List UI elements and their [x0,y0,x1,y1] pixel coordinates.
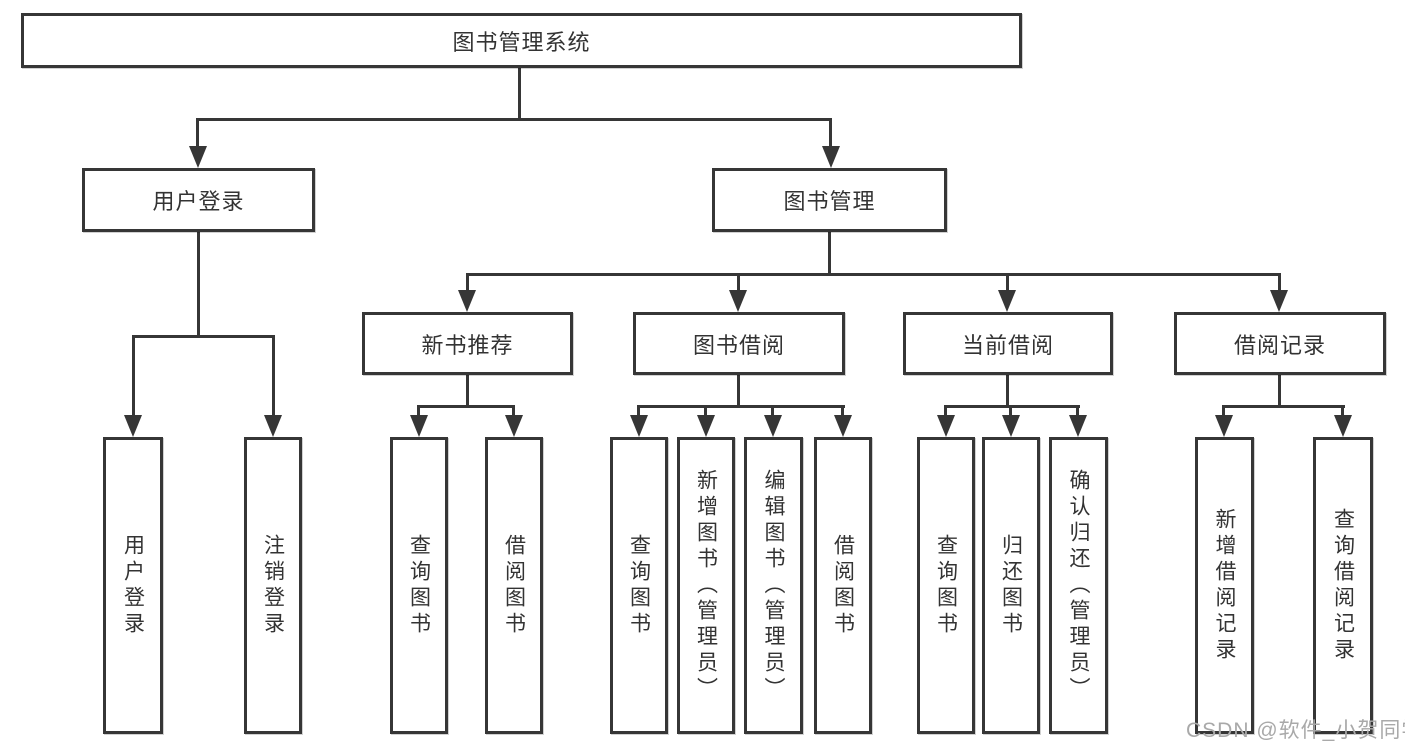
leaf-borrow-borrow: 借阅图书 [814,437,872,734]
connector-user-stem [197,232,200,335]
node-records-label: 借阅记录 [1233,332,1326,358]
leaf-current-return: 归还图书 [982,437,1040,734]
node-new-book: 新书推荐 [362,312,573,375]
node-root: 图书管理系统 [21,13,1022,68]
connector-borrow-stem [737,375,740,405]
connector-mgmt-drop-4 [1278,273,1281,292]
arrowhead-new-book [458,290,476,312]
arrowhead-leaf-borrow-4 [834,415,852,437]
node-book-mgmt-label: 图书管理 [783,189,876,214]
leaf-current-query-label: 查询图书 [934,533,958,638]
leaf-user-login: 用户登录 [103,437,163,734]
arrowhead-leaf-records-1 [1215,415,1233,437]
arrowhead-leaf-newbook-2 [505,415,523,437]
connector-borrow-drop-1 [637,405,640,417]
leaf-newbook-borrow: 借阅图书 [485,437,543,734]
leaf-user-logout: 注销登录 [244,437,302,734]
connector-current-drop-2 [1009,405,1012,417]
leaf-records-add-label: 新增借阅记录 [1213,507,1236,664]
leaf-user-login-label: 用户登录 [121,533,145,638]
connector-newbook-stem [466,375,469,405]
connector-current-drop-3 [1076,405,1079,417]
arrowhead-leaf-current-3 [1069,415,1087,437]
leaf-records-query: 查询借阅记录 [1313,437,1373,734]
arrowhead-leaf-borrow-3 [764,415,782,437]
arrowhead-leaf-borrow-2 [697,415,715,437]
arrowhead-book-mgmt [822,146,840,168]
connector-records-stem [1278,375,1281,405]
leaf-borrow-add: 新增图书（管理员） [677,437,735,734]
connector-records-drop-2 [1341,405,1344,417]
node-root-label: 图书管理系统 [452,29,591,55]
leaf-borrow-query-label: 查询图书 [627,533,651,638]
connector-root-drop-left [196,118,199,148]
leaf-newbook-borrow-label: 借阅图书 [502,533,526,638]
connector-mgmt-drop-2 [737,273,740,292]
connector-root-bar [196,118,831,121]
leaf-borrow-query: 查询图书 [610,437,668,734]
connector-root-drop-right [829,118,832,148]
arrowhead-leaf-records-2 [1334,415,1352,437]
connector-mgmt-stem [828,232,831,273]
connector-mgmt-bar [466,273,1280,276]
arrowhead-leaf-borrow-1 [630,415,648,437]
node-new-book-label: 新书推荐 [421,332,514,358]
connector-current-bar [944,405,1080,408]
leaf-current-confirm-label: 确认归还（管理员） [1067,468,1090,703]
arrowhead-leaf-user-2 [264,415,282,437]
connector-user-drop-2 [272,335,275,417]
arrowhead-leaf-newbook-1 [410,415,428,437]
arrowhead-records [1270,290,1288,312]
leaf-borrow-add-label: 新增图书（管理员） [694,468,718,703]
node-current: 当前借阅 [903,312,1113,375]
arrowhead-leaf-current-1 [937,415,955,437]
arrowhead-current [998,290,1016,312]
leaf-borrow-edit: 编辑图书（管理员） [744,437,803,734]
connector-borrow-bar [637,405,845,408]
connector-user-bar [132,335,274,338]
node-book-mgmt: 图书管理 [712,168,947,232]
connector-borrow-drop-3 [771,405,774,417]
watermark: CSDN @软件_小贺同学 [1186,719,1405,742]
leaf-current-return-label: 归还图书 [999,533,1023,638]
leaf-records-add: 新增借阅记录 [1195,437,1254,734]
leaf-user-logout-label: 注销登录 [261,533,285,638]
node-records: 借阅记录 [1174,312,1386,375]
connector-borrow-drop-4 [841,405,844,417]
connector-records-bar [1222,405,1345,408]
arrowhead-borrow [729,290,747,312]
leaf-newbook-query-label: 查询图书 [407,533,431,638]
connector-newbook-drop-1 [417,405,420,417]
leaf-borrow-borrow-label: 借阅图书 [831,533,855,638]
arrowhead-leaf-current-2 [1002,415,1020,437]
node-user-login-label: 用户登录 [152,189,245,214]
arrowhead-user-login [189,146,207,168]
connector-mgmt-drop-1 [466,273,469,292]
arrowhead-leaf-user-1 [124,415,142,437]
leaf-current-query: 查询图书 [917,437,975,734]
leaf-borrow-edit-label: 编辑图书（管理员） [762,468,785,703]
connector-mgmt-drop-3 [1006,273,1009,292]
node-borrow-label: 图书借阅 [692,332,785,358]
leaf-current-confirm: 确认归还（管理员） [1049,437,1108,734]
node-current-label: 当前借阅 [961,332,1054,358]
connector-newbook-bar [417,405,515,408]
leaf-newbook-query: 查询图书 [390,437,448,734]
connector-borrow-drop-2 [704,405,707,417]
connector-root-stem [518,68,521,118]
leaf-records-query-label: 查询借阅记录 [1331,507,1355,664]
connector-current-drop-1 [944,405,947,417]
connector-newbook-drop-2 [512,405,515,417]
node-user-login: 用户登录 [82,168,315,232]
node-borrow: 图书借阅 [633,312,845,375]
connector-records-drop-1 [1222,405,1225,417]
connector-user-drop-1 [132,335,135,417]
connector-current-stem [1006,375,1009,405]
